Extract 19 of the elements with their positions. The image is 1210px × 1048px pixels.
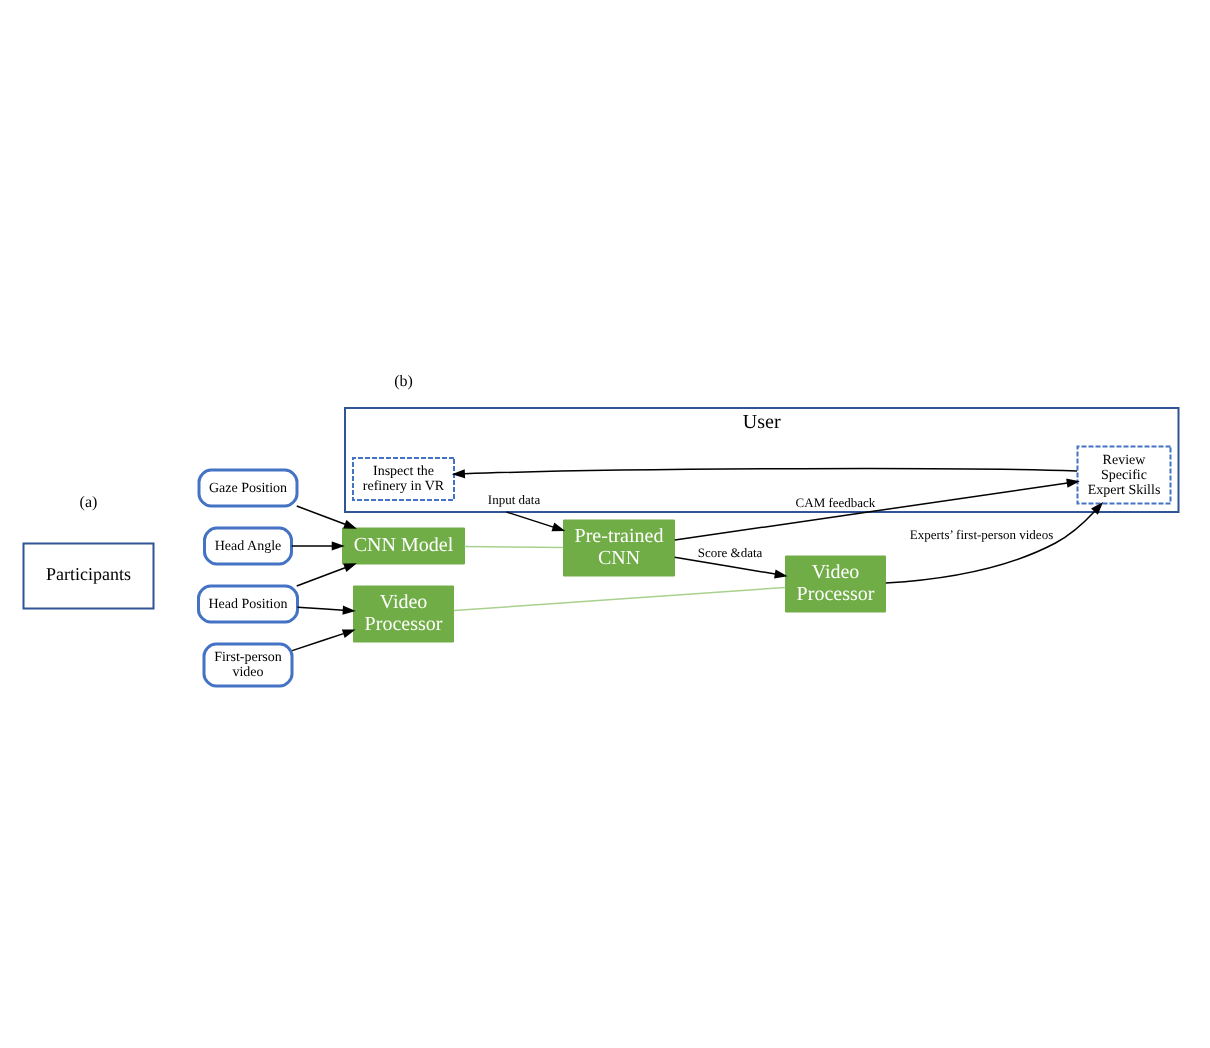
arrow: [673, 555, 788, 578]
arrow: [505, 510, 566, 531]
connector: [453, 585, 787, 611]
arrow: [885, 500, 1104, 583]
arrow: [291, 628, 356, 651]
label: (a): [79, 491, 98, 510]
node-box: Video Processor: [785, 554, 886, 612]
arrow: [451, 466, 1078, 478]
arrow: [291, 540, 345, 550]
arrow: [296, 562, 357, 586]
label: (b): [394, 370, 413, 389]
arrow: [296, 604, 356, 614]
node-box: Pre-trained CNN: [563, 518, 675, 576]
arrow: [674, 477, 1080, 540]
connector: [463, 544, 564, 548]
node-box: Participants: [22, 541, 155, 609]
arrow: [296, 504, 357, 528]
node-box: CNN Model: [342, 526, 465, 564]
node-box: Video Processor: [353, 584, 454, 642]
